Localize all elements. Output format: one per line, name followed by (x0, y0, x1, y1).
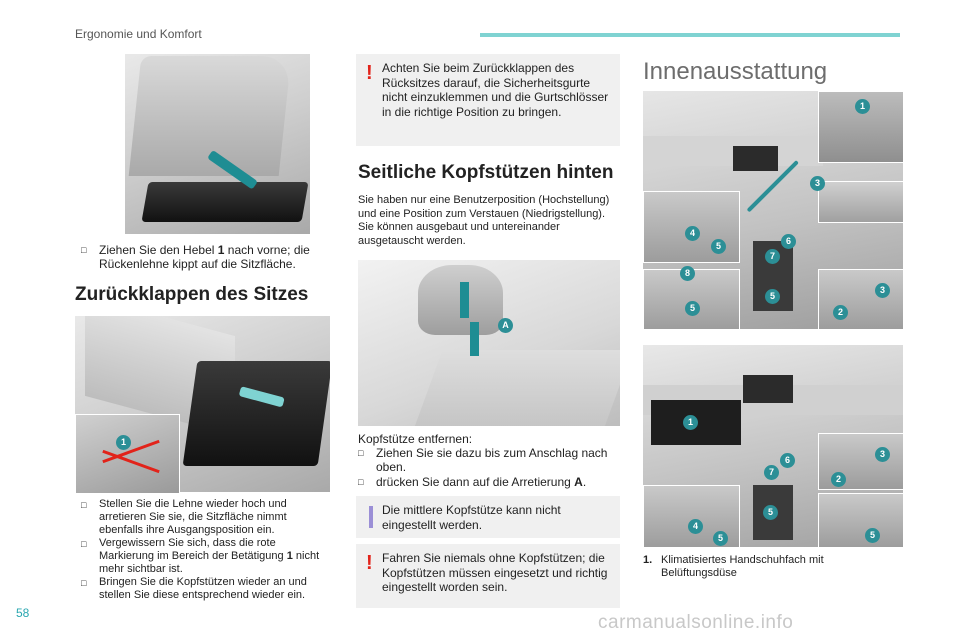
bullet-step: □Bringen Sie die Kopfstützen wieder an u… (81, 576, 307, 601)
interior-overview-image-bottom: 1 3 6 7 2 5 4 5 5 (643, 345, 903, 547)
down-arrow-icon (470, 322, 479, 356)
callout-A: A (498, 318, 513, 333)
legend-item-1: 1.Klimatisiertes Handschuhfach mit Belüf… (643, 554, 824, 579)
callout-6: 6 (780, 453, 795, 468)
seat-folding-image (125, 54, 310, 234)
checkbox-marker-icon: □ (358, 448, 364, 458)
checkbox-marker-icon: □ (358, 477, 364, 487)
callout-5: 5 (865, 528, 880, 543)
info-middle-headrest-note: i Die mittlere Kopfstütze kann nicht ein… (356, 496, 620, 538)
section-title: Ergonomie und Komfort (75, 27, 202, 41)
callout-5: 5 (763, 505, 778, 520)
callout-4: 4 (685, 226, 700, 241)
remove-step-2: □drücken Sie dann auf die Arretierung A. (358, 475, 587, 489)
lever-detail-inset: 1 (75, 414, 180, 494)
remove-step-1: □Ziehen Sie sie dazu bis zum Anschlag na… (358, 446, 608, 474)
callout-4: 4 (688, 519, 703, 534)
step-pull-lever: □Ziehen Sie den Hebel 1 nach vorne; die … (81, 243, 310, 271)
remove-headrest-title: Kopfstütze entfernen: (358, 432, 473, 446)
header-accent-bar (480, 33, 900, 37)
watermark: carmanualsonline.info (598, 612, 794, 633)
callout-3: 3 (875, 447, 890, 462)
checkbox-marker-icon: □ (81, 245, 87, 255)
callout-8: 8 (680, 266, 695, 281)
callout-1: 1 (855, 99, 870, 114)
callout-7: 7 (764, 465, 779, 480)
callout-7: 7 (765, 249, 780, 264)
up-arrow-icon (460, 282, 469, 318)
callout-5: 5 (685, 301, 700, 316)
callout-3: 3 (810, 176, 825, 191)
callout-1: 1 (683, 415, 698, 430)
callout-1: 1 (116, 435, 131, 450)
checkbox-marker-icon: □ (81, 500, 87, 510)
page-number: 58 (16, 606, 30, 620)
seat-restore-steps: □Stellen Sie die Lehne wieder hoch und a… (81, 498, 326, 602)
headrest-image: A (358, 260, 620, 426)
callout-5: 5 (711, 239, 726, 254)
bullet-step: □Vergewissern Sie sich, dass die rote Ma… (81, 537, 320, 575)
callout-2: 2 (833, 305, 848, 320)
headrest-intro: Sie haben nur eine Benutzerposition (Hoc… (358, 194, 610, 247)
interior-overview-image-top: 1 3 4 5 6 7 8 5 5 3 2 (643, 91, 903, 329)
heading-interior: Innenausstattung (643, 58, 828, 85)
heading-rear-headrests: Seitliche Kopfstützen hinten (358, 162, 614, 183)
callout-3: 3 (875, 283, 890, 298)
checkbox-marker-icon: □ (81, 578, 87, 588)
callout-2: 2 (831, 472, 846, 487)
bullet-step: □Stellen Sie die Lehne wieder hoch und a… (81, 498, 287, 536)
info-icon: i (369, 506, 373, 528)
warning-icon: ! (366, 552, 373, 574)
callout-6: 6 (781, 234, 796, 249)
warning-icon: ! (366, 62, 373, 84)
checkbox-marker-icon: □ (81, 539, 87, 549)
warning-no-headrest-note: ! Fahren Sie niemals ohne Kopfstützen; d… (356, 544, 620, 608)
callout-5: 5 (765, 289, 780, 304)
callout-5: 5 (713, 531, 728, 546)
heading-fold-back-seat: Zurückklappen des Sitzes (75, 284, 309, 305)
warning-seatbelt-note: ! Achten Sie beim Zurückklappen des Rück… (356, 54, 620, 146)
